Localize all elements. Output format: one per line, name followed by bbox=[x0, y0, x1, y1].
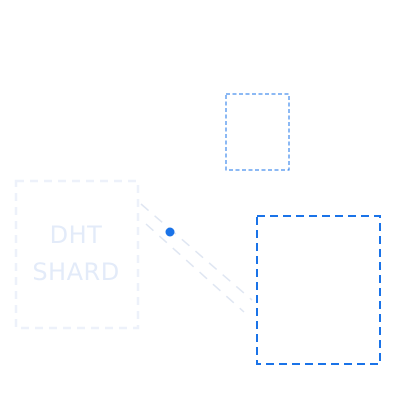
dht-shard-node: DHT SHARD bbox=[14, 179, 140, 330]
shard-link-upper bbox=[140, 203, 253, 301]
small-node-box bbox=[225, 93, 290, 171]
shard-link-lower bbox=[145, 223, 245, 313]
dht-shard-label-line1: DHT bbox=[50, 221, 103, 249]
large-node-box bbox=[256, 215, 381, 365]
packet-dot bbox=[165, 227, 175, 237]
shard-link bbox=[140, 203, 253, 313]
dht-shard-box bbox=[14, 179, 140, 330]
dht-shard-label-line2: SHARD bbox=[32, 258, 119, 286]
